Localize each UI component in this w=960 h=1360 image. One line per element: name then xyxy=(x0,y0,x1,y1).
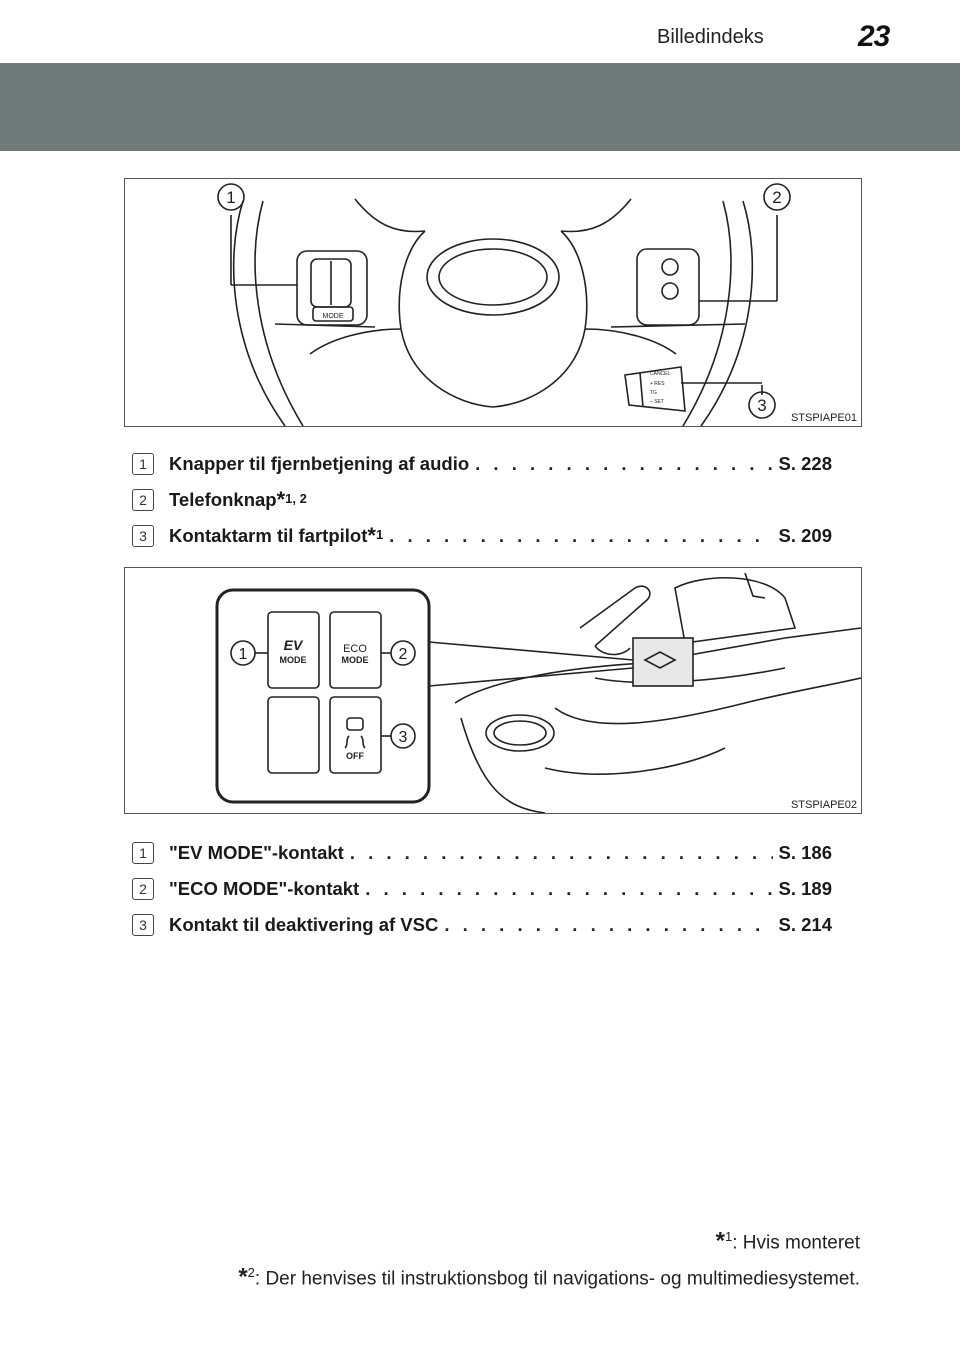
list-item: 1 "EV MODE"-kontakt . . . . . . . . . . … xyxy=(132,835,832,871)
footnote-mark: * xyxy=(238,1263,248,1291)
leader-dots: . . . . . . . . . . . . . . . . . . . . … xyxy=(475,453,772,474)
callout-3: 3 xyxy=(399,729,408,746)
list-console-switches: 1 "EV MODE"-kontakt . . . . . . . . . . … xyxy=(132,835,832,943)
footnote-mark: * xyxy=(715,1227,725,1255)
list-steering-controls: 1 Knapper til fjernbetjening af audio . … xyxy=(132,446,832,554)
console-switches-figure: 1 2 3 EV MODE ECO MODE OFF STSPIAPE02 xyxy=(124,567,862,814)
item-label: Kontaktarm til fartpilot xyxy=(169,525,368,546)
list-item: 1 Knapper til fjernbetjening af audio . … xyxy=(132,446,832,482)
item-label: Kontakt til deaktivering af VSC xyxy=(169,914,439,935)
vsc-off-label: OFF xyxy=(346,751,364,761)
callout-2: 2 xyxy=(399,646,408,663)
page-header: Billedindeks 23 xyxy=(0,0,960,63)
list-item: 2 "ECO MODE"-kontakt . . . . . . . . . .… xyxy=(132,871,832,907)
steering-wheel-illustration: 1 2 3 MODE CANCEL + RES TG – SET xyxy=(217,183,791,426)
ev-mode-label-bottom: MODE xyxy=(280,655,307,665)
footnote-ref: 1 xyxy=(375,526,384,542)
item-number: 2 xyxy=(132,878,154,900)
list-item: 3 Kontakt til deaktivering af VSC . . . … xyxy=(132,907,832,943)
res-label: + RES xyxy=(650,381,665,387)
page-reference: S. 214 xyxy=(778,914,833,935)
section-title: Billedindeks xyxy=(657,26,764,48)
figure-code: STSPIAPE02 xyxy=(790,799,857,811)
item-number: 3 xyxy=(132,525,154,547)
cancel-label: CANCEL xyxy=(650,371,671,377)
item-label: Knapper til fjernbetjening af audio xyxy=(169,453,470,474)
callout-1: 1 xyxy=(226,188,235,207)
mode-label: MODE xyxy=(323,313,344,320)
footnote-ref: 1, 2 xyxy=(285,490,307,506)
callout-2: 2 xyxy=(772,188,781,207)
page-reference: S. 209 xyxy=(778,525,833,546)
footnotes: *1: Hvis monteret *2: Der henvises til i… xyxy=(238,1222,860,1295)
footnote-number: 2 xyxy=(247,1265,255,1281)
footnote-text: : Der henvises til instruktionsbog til n… xyxy=(254,1268,860,1290)
leader-dots: . . . . . . . . . . . . . . . . . . . . … xyxy=(349,842,773,863)
item-number: 1 xyxy=(132,453,154,475)
footnote-number: 1 xyxy=(725,1229,733,1244)
tg-label: TG xyxy=(650,390,657,396)
callout-1: 1 xyxy=(239,646,248,663)
item-label: Telefonknap xyxy=(169,489,277,510)
item-label: "EV MODE"-kontakt xyxy=(169,842,344,863)
footnote-text: : Hvis monteret xyxy=(732,1232,860,1254)
page-reference: S. 186 xyxy=(778,842,833,863)
eco-mode-label-top: ECO xyxy=(343,643,367,655)
list-item: 2 Telefonknap*1, 2 xyxy=(132,482,832,518)
console-illustration: 1 2 3 EV MODE ECO MODE OFF xyxy=(215,572,861,813)
list-item: 3 Kontaktarm til fartpilot*1 . . . . . .… xyxy=(132,518,832,554)
eco-mode-label-bottom: MODE xyxy=(342,655,369,665)
page-reference: S. 228 xyxy=(778,453,833,474)
footnote-star: * xyxy=(367,523,376,548)
leader-dots: . . . . . . . . . . . . . . . . . . . . … xyxy=(389,525,772,546)
leader-dots: . . . . . . . . . . . . . . . . . . . . … xyxy=(444,914,772,935)
steering-wheel-figure: 1 2 3 MODE CANCEL + RES TG – SET STSPIAP… xyxy=(124,178,862,427)
footnote-star: * xyxy=(276,487,286,512)
figure-code: STSPIAPE01 xyxy=(790,412,857,424)
item-number: 3 xyxy=(132,914,154,936)
footnote: *1: Hvis monteret xyxy=(238,1222,860,1258)
callout-3: 3 xyxy=(757,396,766,415)
footnote: *2: Der henvises til instruktionsbog til… xyxy=(238,1258,860,1294)
header-band xyxy=(0,63,960,151)
page-number: 23 xyxy=(858,20,890,53)
item-label: "ECO MODE"-kontakt xyxy=(169,878,360,899)
ev-mode-label-top: EV xyxy=(284,637,304,653)
leader-dots: . . . . . . . . . . . . . . . . . . . . … xyxy=(365,878,772,899)
set-label: – SET xyxy=(650,399,664,405)
page-reference: S. 189 xyxy=(778,878,833,899)
item-number: 2 xyxy=(132,489,154,511)
item-number: 1 xyxy=(132,842,154,864)
